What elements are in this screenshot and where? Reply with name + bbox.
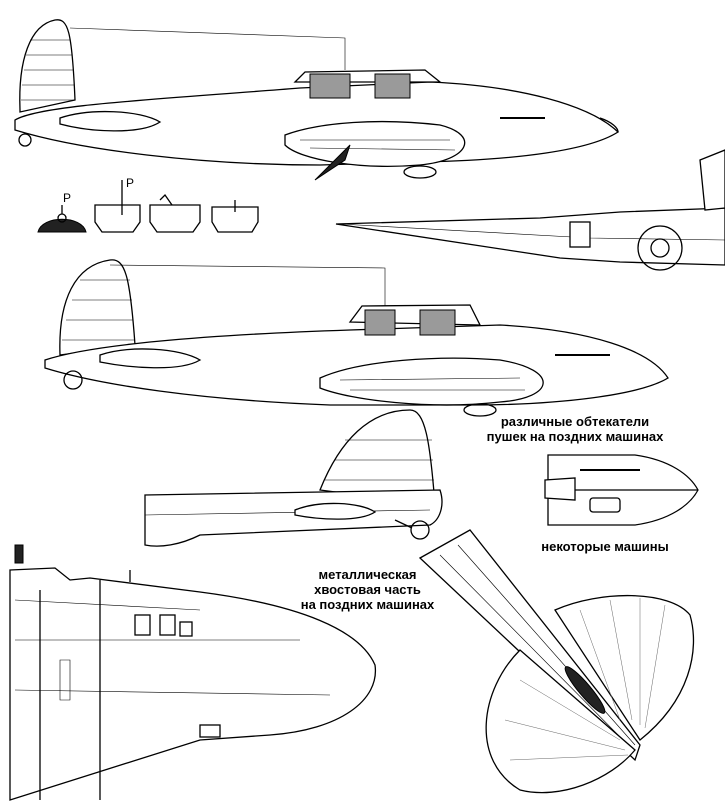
side-view-top <box>14 19 620 181</box>
label-cannon-fairings-line-1: различные обтекатели <box>500 414 650 429</box>
p-mark-section-2: P <box>126 176 135 190</box>
label-cannon-fairings-line-2: пушек на поздних машинах <box>486 429 664 444</box>
wing-front-view <box>335 149 725 271</box>
wing-plan-view <box>9 544 377 801</box>
label-cannon-fairings: различные обтекатели пушек на поздних ма… <box>470 414 680 444</box>
side-view-metal-tail <box>144 409 443 547</box>
label-metal-tail-line-2: хвостовая часть <box>314 582 421 597</box>
label-metal-tail-line-3: на поздних машинах <box>300 597 435 612</box>
tail-plan-view <box>418 529 695 794</box>
label-metal-tail: металлическая хвостовая часть на поздних… <box>285 567 450 612</box>
label-some-machines: некоторые машины <box>541 539 669 554</box>
cross-sections <box>37 180 259 233</box>
side-view-middle <box>44 259 669 417</box>
p-mark-section-1: P <box>63 191 72 205</box>
nose-detail <box>544 454 699 526</box>
label-metal-tail-line-1: металлическая <box>318 567 417 582</box>
